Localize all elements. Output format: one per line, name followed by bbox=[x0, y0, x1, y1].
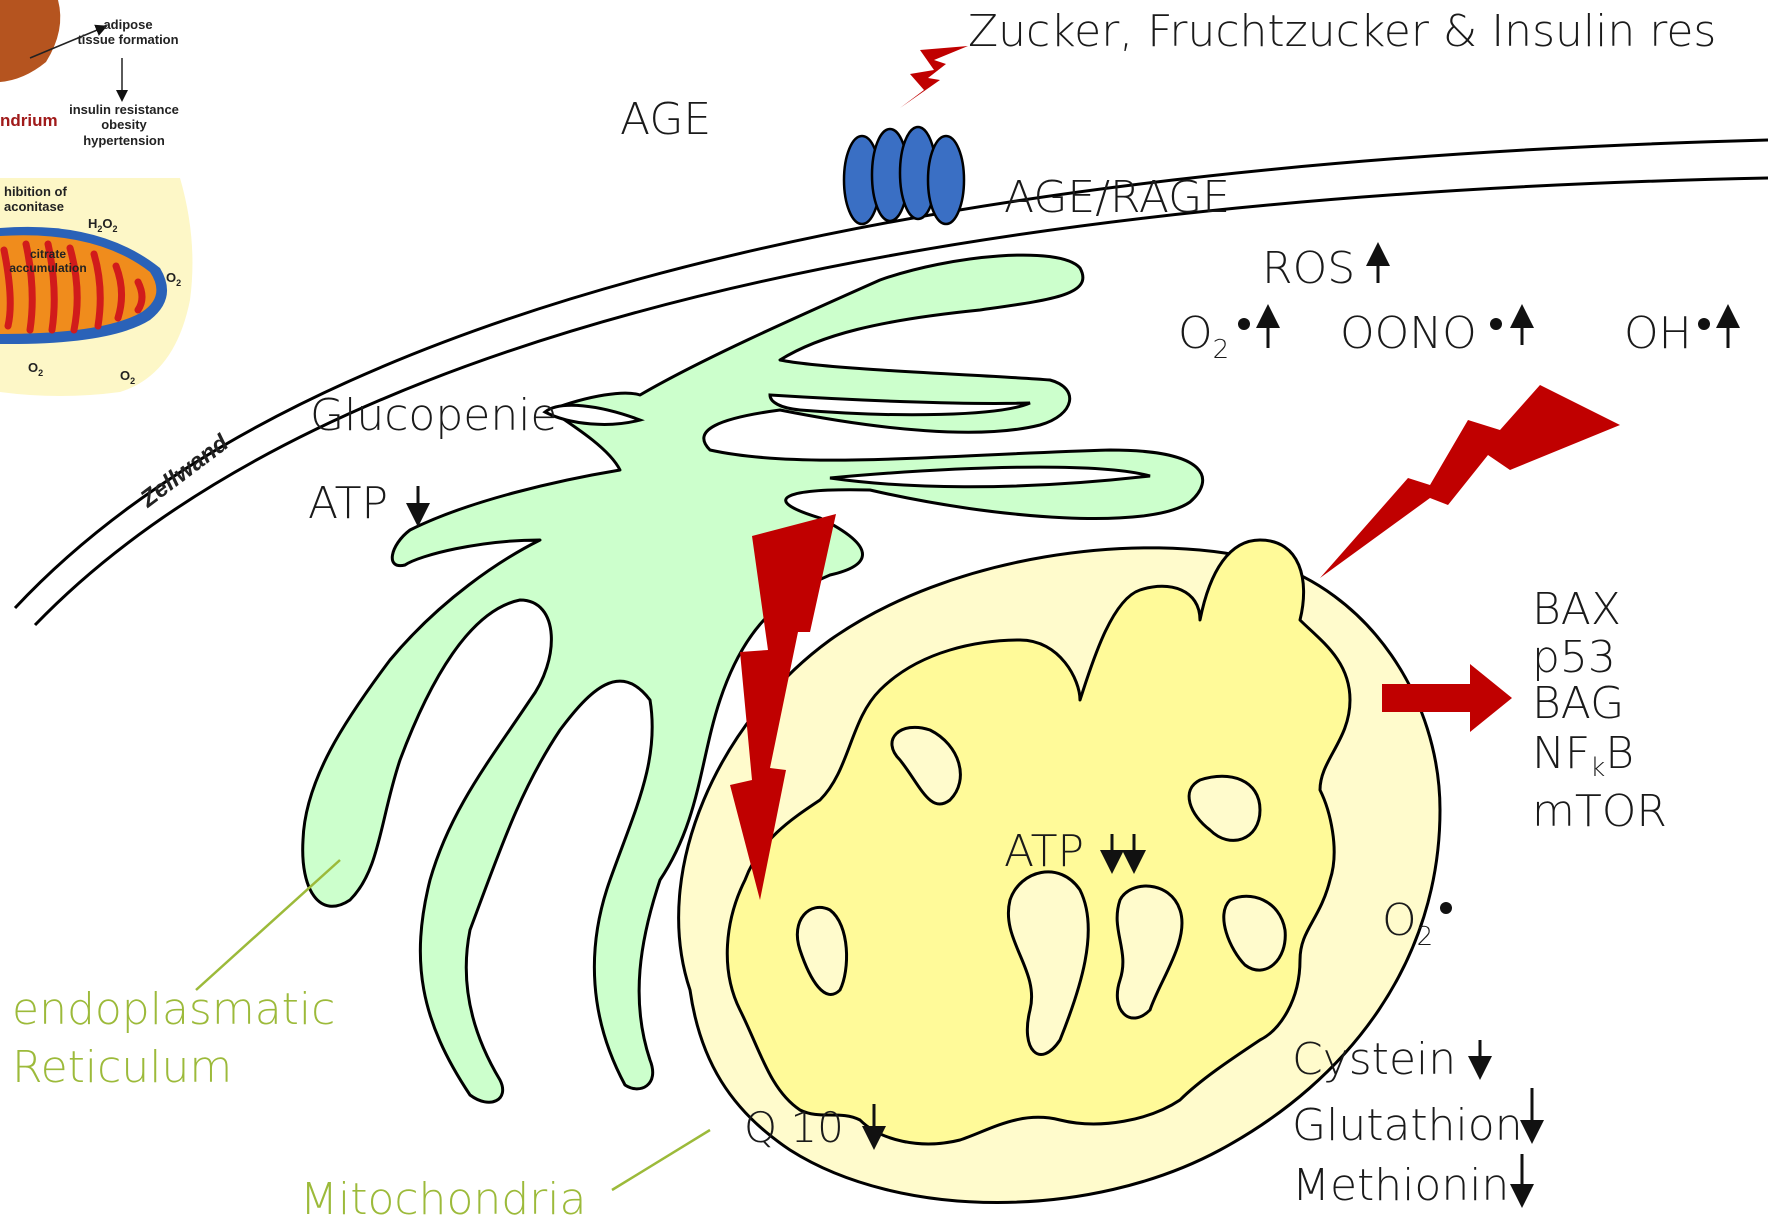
methionin-label: Methionin bbox=[1292, 1160, 1509, 1211]
inset-figure: adipose tissue formation ndrium insulin … bbox=[0, 0, 192, 396]
oono-radical-dot bbox=[1490, 318, 1502, 330]
bolt-small bbox=[900, 46, 968, 108]
er-label-line1: endoplasmatic bbox=[12, 984, 335, 1035]
mtor-label: mTOR bbox=[1532, 786, 1667, 837]
o2-label: O2 bbox=[1178, 308, 1229, 365]
atp-label: ATP bbox=[308, 478, 388, 529]
atp-mito-label: ATP bbox=[1004, 826, 1084, 877]
inset-ndrium: ndrium bbox=[0, 111, 58, 130]
er-label-line2: Reticulum bbox=[12, 1042, 232, 1093]
o2-mito-radical-dot bbox=[1440, 902, 1452, 914]
q10-label: Q 10 bbox=[744, 1103, 844, 1152]
inset-hypertension: hypertension bbox=[83, 133, 165, 148]
mito-pointer-line bbox=[612, 1130, 710, 1190]
inset-tissue: tissue formation bbox=[77, 32, 178, 47]
glucopenie-label: Glucopenie bbox=[310, 390, 558, 441]
glutathion-label: Glutathion bbox=[1292, 1100, 1523, 1151]
nfkb-label: NFkB bbox=[1532, 728, 1634, 783]
age-rage-label: AGE/RAGE bbox=[1004, 172, 1230, 223]
zellwand-label: Zellwand bbox=[135, 429, 235, 514]
age-label: AGE bbox=[620, 94, 711, 145]
inset-accumulation: accumulation bbox=[9, 261, 86, 275]
er-pointer-line bbox=[196, 860, 340, 990]
sugar-label: Zucker, Fruchtzucker & Insulin res bbox=[968, 6, 1716, 57]
adipose-blob bbox=[0, 0, 60, 82]
inset-citrate: citrate bbox=[30, 247, 66, 261]
inset-adipose: adipose bbox=[103, 17, 152, 32]
mito-label: Mitochondria bbox=[300, 1174, 586, 1225]
o2-radical-dot bbox=[1238, 318, 1250, 330]
inset-hibition: hibition of bbox=[4, 184, 67, 199]
bax-label: BAX bbox=[1532, 584, 1621, 635]
bag-label: BAG bbox=[1532, 678, 1624, 729]
ros-label: ROS bbox=[1262, 243, 1355, 294]
p53-label: p53 bbox=[1532, 632, 1616, 683]
cystein-label: Cystein bbox=[1292, 1034, 1456, 1085]
receptor-complex bbox=[844, 127, 964, 224]
inset-obesity: obesity bbox=[101, 117, 147, 132]
oh-label: OH bbox=[1624, 308, 1692, 359]
oono-label: OONO bbox=[1340, 308, 1477, 359]
oh-radical-dot bbox=[1698, 318, 1710, 330]
inset-insulin: insulin resistance bbox=[69, 102, 179, 117]
inset-aconitase: aconitase bbox=[4, 199, 64, 214]
bolt-large-right bbox=[1320, 385, 1620, 578]
